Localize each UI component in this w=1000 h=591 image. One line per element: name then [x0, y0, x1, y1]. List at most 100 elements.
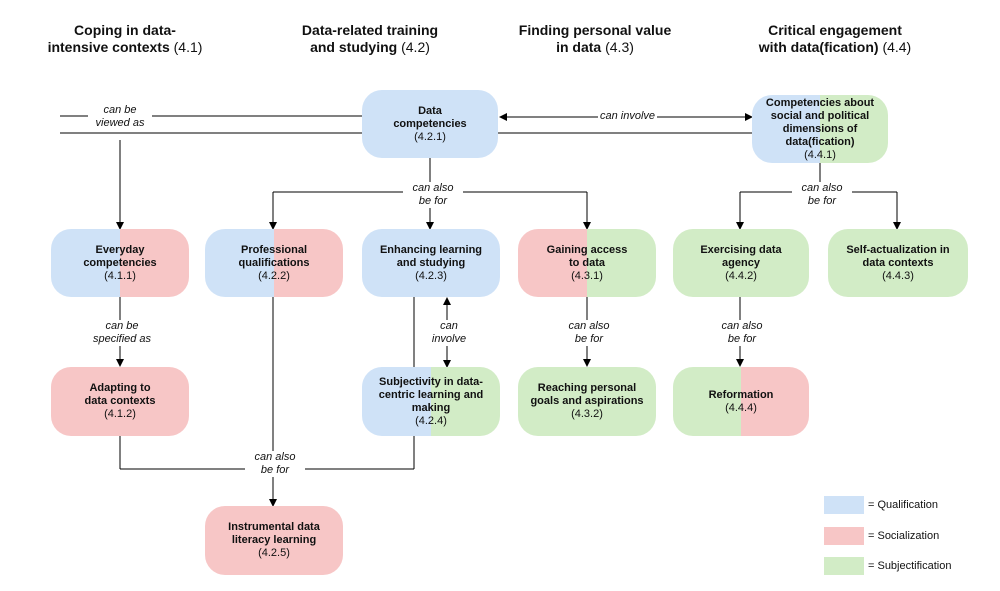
node-412-num: (4.1.2) — [104, 408, 136, 420]
edge-label-can-involve-mid-l1: can — [440, 320, 458, 332]
legend-swatch-subjectification — [824, 557, 864, 575]
column-header-4-2-num: (4.2) — [401, 39, 430, 55]
node-431-l1: Gaining access — [546, 243, 628, 256]
node-425-l1: Instrumental data — [228, 521, 320, 533]
column-header-4-3: Finding personal value in data (4.3) — [500, 22, 690, 56]
edge-label-can-involve-mid: can involve — [426, 320, 472, 346]
node-everyday-competencies: Everyday competencies (4.1.1) — [51, 229, 189, 297]
node-432-num: (4.3.2) — [571, 408, 603, 420]
edge-label-can-involve-top: can involve — [598, 110, 658, 123]
node-adapting-to-data-contexts: Adapting to data contexts (4.1.2) — [51, 367, 189, 436]
node-431-l2: to data — [568, 256, 606, 269]
edge-label-can-also-bottom-l1: can also — [254, 451, 296, 463]
node-422-l1: Professional — [240, 243, 308, 256]
edge-label-can-be-specified: can be specified as — [82, 320, 162, 346]
node-422-num: (4.2.2) — [258, 269, 290, 282]
node-425-num: (4.2.5) — [258, 547, 290, 559]
node-424-l2: centric learning and — [378, 388, 484, 401]
node-data-competencies: Data competencies (4.2.1) — [362, 90, 498, 158]
node-423-l1: Enhancing learning — [379, 243, 483, 256]
legend-item-socialization: = Socialization — [824, 527, 939, 545]
node-423-l2: and studying — [396, 256, 466, 269]
node-professional-qualifications: Professional qualifications (4.2.2) — [205, 229, 343, 297]
edge-label-can-also-center-l1: can also — [412, 182, 454, 194]
column-header-4-3-line2: in data — [556, 39, 602, 55]
legend-item-subjectification: = Subjectification — [824, 557, 951, 575]
node-421-l1: Data — [418, 104, 442, 117]
column-header-4-1-line2: intensive contexts — [47, 39, 170, 55]
legend-item-qualification: = Qualification — [824, 496, 938, 514]
node-411-num: (4.1.1) — [104, 269, 136, 282]
edge-label-can-also-center-l2: be for — [418, 195, 448, 207]
node-443-l2: data contexts — [862, 256, 934, 269]
node-422-l2: qualifications — [238, 256, 310, 269]
column-header-4-2: Data-related training and studying (4.2) — [275, 22, 465, 56]
node-424-l3: making — [411, 401, 451, 414]
edge-label-can-also-bottom-l2: be for — [260, 464, 290, 476]
node-444-num: (4.4.4) — [725, 401, 757, 414]
node-421-num: (4.2.1) — [414, 130, 446, 143]
edge-label-can-be-specified-l2: specified as — [92, 333, 152, 345]
column-header-4-4: Critical engagement with data(fication) … — [735, 22, 935, 56]
column-header-4-1-line1: Coping in data- — [74, 22, 176, 38]
edge-label-can-be-viewed: can be viewed as — [88, 104, 152, 130]
edge-label-can-also-431-l2: be for — [574, 333, 604, 345]
edge-label-can-also-431-l1: can also — [568, 320, 610, 332]
node-exercising-data-agency: Exercising data agency (4.4.2) — [673, 229, 809, 297]
column-header-4-3-line1: Finding personal value — [518, 22, 672, 38]
node-421-l2: competencies — [393, 117, 467, 130]
node-442-l1: Exercising data — [700, 243, 782, 256]
node-441-l3: dimensions of — [782, 122, 858, 135]
edge-label-can-also-right-l2: be for — [807, 195, 837, 207]
node-competencies-social-political: Competencies about social and political … — [752, 95, 888, 163]
edge-label-can-also-right-l1: can also — [801, 182, 843, 194]
column-header-4-2-line1: Data-related training — [301, 22, 439, 38]
edge-label-can-also-442: can also be for — [712, 320, 772, 346]
node-412-l2: data contexts — [84, 395, 156, 407]
edge-label-can-also-center: can also be for — [403, 182, 463, 208]
edge-label-can-involve-mid-l2: involve — [431, 333, 467, 345]
node-412-l1: Adapting to — [89, 382, 151, 394]
node-442-num: (4.4.2) — [725, 269, 757, 282]
edge-label-can-also-431: can also be for — [559, 320, 619, 346]
edge-label-can-be-viewed-l2: viewed as — [95, 117, 145, 129]
node-442-l2: agency — [722, 256, 760, 269]
node-444-l1: Reformation — [708, 388, 774, 401]
node-443-l1: Self-actualization in — [846, 243, 950, 256]
node-432-l1: Reaching personal — [537, 382, 637, 394]
legend-swatch-socialization — [824, 527, 864, 545]
edge-label-can-be-specified-l1: can be — [105, 320, 139, 332]
node-441-l2: social and political — [770, 109, 870, 122]
node-enhancing-learning: Enhancing learning and studying (4.2.3) — [362, 229, 500, 297]
column-header-4-1-num: (4.1) — [173, 39, 203, 55]
node-411-l1: Everyday — [95, 243, 145, 256]
node-443-num: (4.4.3) — [882, 269, 914, 282]
edge-label-can-also-442-l2: be for — [727, 333, 757, 345]
node-432-l2: goals and aspirations — [530, 395, 644, 407]
column-header-4-4-num: (4.4) — [882, 39, 912, 55]
edge-label-can-also-bottom: can also be for — [245, 451, 305, 477]
node-reformation: Reformation (4.4.4) — [673, 367, 809, 436]
node-reaching-personal-goals: Reaching personal goals and aspirations … — [518, 367, 656, 436]
node-425-l2: literacy learning — [231, 534, 317, 546]
node-instrumental-data-literacy: Instrumental data literacy learning (4.2… — [205, 506, 343, 575]
column-header-4-4-line2: with data(fication) — [758, 39, 879, 55]
edge-label-can-also-442-l1: can also — [721, 320, 763, 332]
node-subjectivity-data-centric: Subjectivity in data- centric learning a… — [362, 367, 500, 436]
column-header-4-1: Coping in data- intensive contexts (4.1) — [40, 22, 210, 56]
node-441-l1: Competencies about — [765, 96, 875, 109]
edge-label-can-be-viewed-l1: can be — [103, 104, 137, 116]
legend-swatch-qualification — [824, 496, 864, 514]
edge-label-can-also-right: can also be for — [792, 182, 852, 208]
node-423-num: (4.2.3) — [415, 269, 447, 282]
legend-label-qualification: = Qualification — [868, 499, 939, 511]
node-411-l2: competencies — [83, 256, 157, 269]
node-441-l4: data(fication) — [785, 135, 855, 148]
column-header-4-3-num: (4.3) — [605, 39, 634, 55]
node-424-num: (4.2.4) — [415, 414, 447, 427]
node-gaining-access: Gaining access to data (4.3.1) — [518, 229, 656, 297]
node-self-actualization: Self-actualization in data contexts (4.4… — [828, 229, 968, 297]
legend-label-subjectification: = Subjectification — [868, 560, 952, 572]
node-424-l1: Subjectivity in data- — [379, 375, 483, 388]
node-431-num: (4.3.1) — [571, 269, 603, 282]
